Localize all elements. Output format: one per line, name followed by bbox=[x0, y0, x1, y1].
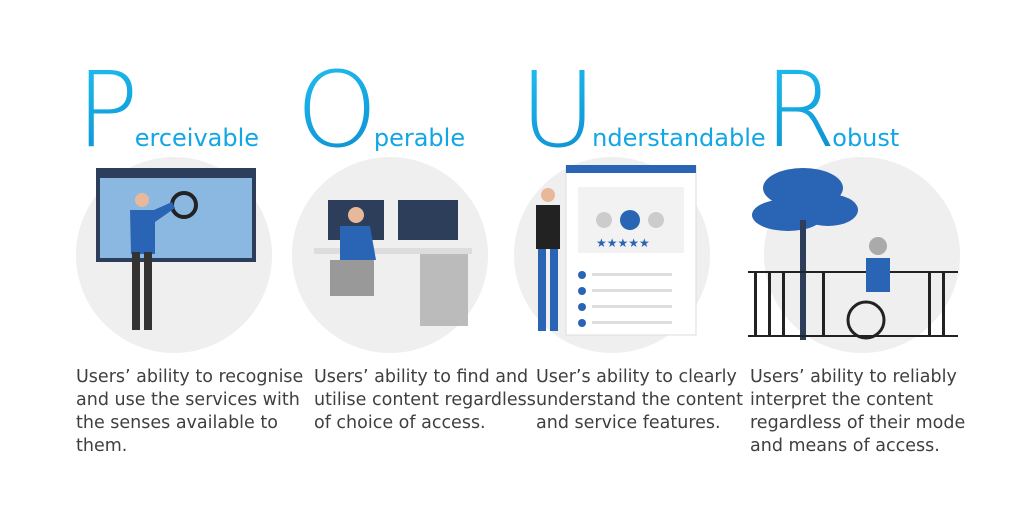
heading-word: nderstandable bbox=[592, 124, 766, 152]
feedback-form-illustration: ★★★★★ bbox=[536, 165, 697, 336]
operable-description: Users’ ability to find and utilise conte… bbox=[314, 367, 536, 433]
understandable-description: User’s ability to clearly understand the… bbox=[536, 367, 744, 433]
magnifier-person-illustration bbox=[96, 168, 256, 330]
computer-desk-illustration bbox=[314, 200, 472, 326]
heading-word: perable bbox=[373, 124, 466, 152]
operable-heading: Operable bbox=[296, 58, 465, 162]
heading-letter: R bbox=[764, 49, 837, 171]
heading-letter: U bbox=[520, 49, 597, 171]
svg-text:★★★★★: ★★★★★ bbox=[596, 236, 650, 250]
heading-word: obust bbox=[832, 124, 900, 152]
robust-column: Robust Users’ ability to reliably interp… bbox=[748, 0, 1004, 518]
perceivable-column: Perceivable Users’ ability to recognise … bbox=[76, 0, 316, 518]
heading-letter: P bbox=[76, 49, 139, 171]
perceivable-description: Users’ ability to recognise and use the … bbox=[76, 367, 304, 456]
perceivable-heading: Perceivable bbox=[76, 58, 259, 162]
robust-description: Users’ ability to reliably interpret the… bbox=[750, 367, 966, 456]
heading-letter: O bbox=[296, 49, 378, 171]
wheelchair-park-illustration bbox=[748, 168, 958, 340]
understandable-heading: Understandable bbox=[520, 58, 766, 162]
operable-column: Operable Users’ ability to find and util… bbox=[292, 0, 536, 518]
robust-heading: Robust bbox=[764, 58, 899, 162]
heading-word: erceivable bbox=[134, 124, 260, 152]
understandable-column: Understandable ★★★★★ User’s ability to c… bbox=[514, 0, 766, 518]
